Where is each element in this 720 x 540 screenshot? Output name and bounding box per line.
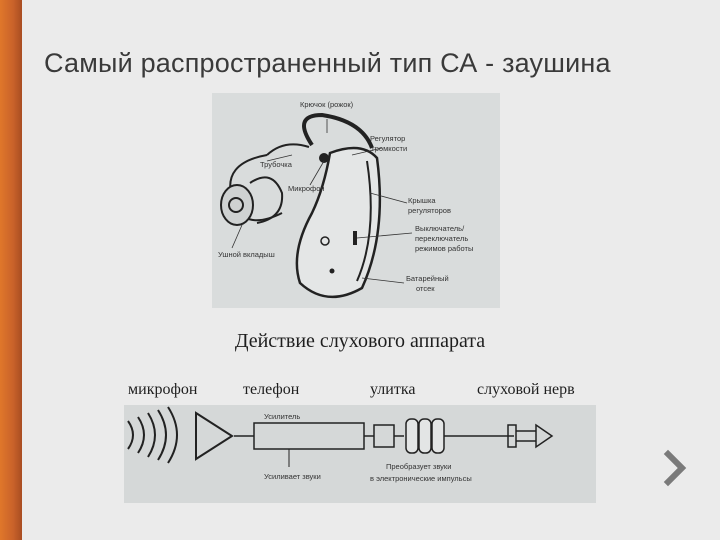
label-battery-1: Батарейный: [406, 274, 449, 283]
label-mic: Микрофон: [288, 184, 325, 193]
label-switch-2: переключатель: [415, 234, 468, 243]
accent-bar: [0, 0, 22, 540]
label-tube: Трубочка: [260, 160, 293, 169]
label-switch-3: режимов работы: [415, 244, 473, 253]
label-volume-2: громкости: [372, 144, 407, 153]
label-battery-2: отсек: [416, 284, 435, 293]
slide-subtitle: Действие слухового аппарата: [234, 330, 486, 352]
hearing-aid-flow-diagram: Усилитель Усиливает звуки Преобразует зв…: [124, 405, 596, 503]
label-cover-1: Крышка: [408, 196, 436, 205]
label-amplifier: Усилитель: [264, 412, 300, 421]
flow-label-nerve: слуховой нерв: [477, 381, 575, 398]
label-hook: Крючок (рожок): [300, 100, 354, 109]
slide-title: Самый распространенный тип СА - заушина: [44, 48, 611, 78]
chevron-right-icon[interactable]: [662, 448, 690, 488]
label-earmold: Ушной вкладыш: [218, 250, 275, 259]
label-converts-2: в электронические импульсы: [370, 474, 472, 483]
label-cover-2: регуляторов: [408, 206, 451, 215]
label-amplifies: Усиливает звуки: [264, 472, 321, 481]
flow-label-cochlea: улитка: [370, 381, 416, 398]
flow-label-microphone: микрофон: [128, 381, 198, 398]
label-switch-1: Выключатель/: [415, 224, 465, 233]
flow-label-receiver: телефон: [243, 381, 300, 398]
label-converts-1: Преобразует звуки: [386, 462, 451, 471]
label-volume-1: Регулятор: [370, 134, 405, 143]
hearing-aid-diagram: Крючок (рожок) Трубочка Регулятор громко…: [212, 93, 500, 308]
